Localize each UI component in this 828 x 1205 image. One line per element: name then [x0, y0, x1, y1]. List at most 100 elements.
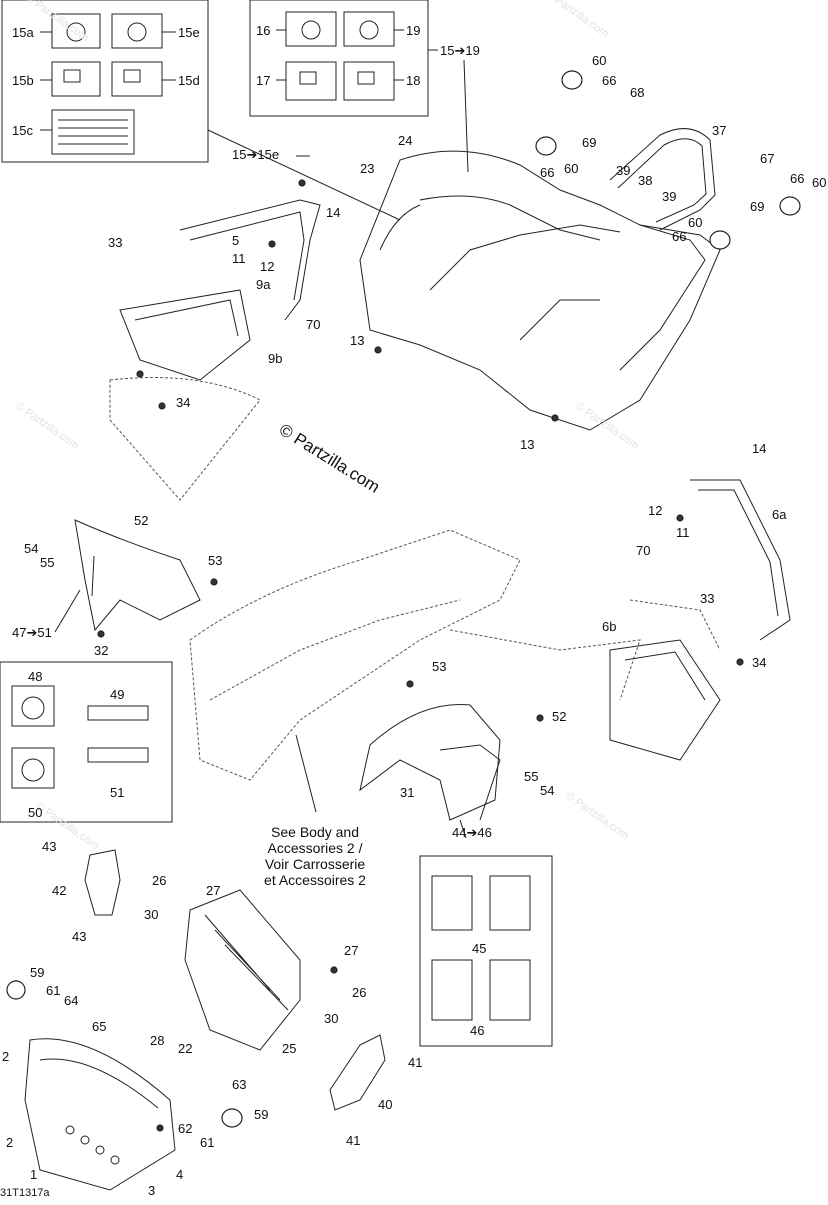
decal-15b [51, 61, 101, 97]
callout: 38 [638, 173, 653, 188]
callout: 60 [592, 53, 607, 68]
callout: 6a [772, 507, 787, 522]
decal-17 [285, 61, 337, 101]
label-box-15 [1, 0, 209, 163]
callout: 25 [282, 1041, 297, 1056]
callout: 52 [134, 513, 149, 528]
callout: 12 [648, 503, 663, 518]
callout: 27 [344, 943, 359, 958]
callout: 55 [40, 555, 55, 570]
callout: 42 [52, 883, 67, 898]
front-bumper-1 [24, 1038, 176, 1191]
callout: 15a [12, 25, 34, 40]
callout: 15d [178, 73, 200, 88]
reflectors [6, 70, 801, 1128]
see-body-note: See Body and Accessories 2 / Voir Carros… [250, 824, 380, 888]
callout: 66 [790, 171, 805, 186]
callout: 55 [524, 769, 539, 784]
decal-48 [11, 685, 55, 727]
rack-bar-37 [609, 128, 716, 231]
callout: 30 [144, 907, 159, 922]
decal-15c [51, 109, 135, 155]
callout: 49 [110, 687, 125, 702]
figure-code: 31T1317a [0, 1187, 50, 1199]
callout: 31 [400, 785, 415, 800]
callout: 48 [28, 669, 43, 684]
decal-16 [285, 11, 337, 47]
callout: 60 [688, 215, 703, 230]
callout: 54 [540, 783, 555, 798]
callout: 69 [750, 199, 765, 214]
callout: 65 [92, 1019, 107, 1034]
callout: 34 [176, 395, 191, 410]
callout: 53 [432, 659, 447, 674]
callout: 60 [564, 161, 579, 176]
decal-18 [343, 61, 395, 101]
callout: 40 [378, 1097, 393, 1112]
callout: 41 [346, 1133, 361, 1148]
callout: 37 [712, 123, 727, 138]
callout: 64 [64, 993, 79, 1008]
decal-15a [51, 13, 101, 49]
callout: 14 [326, 205, 341, 220]
decal-50 [11, 747, 55, 789]
callout: 15c [12, 123, 33, 138]
callout: 50 [28, 805, 43, 820]
decal-46a [431, 959, 473, 1021]
callout: 54 [24, 541, 39, 556]
callout: 41 [408, 1055, 423, 1070]
callout: 12 [260, 259, 275, 274]
callout: 11 [232, 251, 246, 266]
callout: 46 [470, 1023, 485, 1038]
callout: 17 [256, 73, 271, 88]
callout: 61 [200, 1135, 215, 1150]
callout: 66 [672, 229, 687, 244]
callout: 15b [12, 73, 34, 88]
callout: 2 [6, 1135, 14, 1150]
note-line-4: et Accessoires 2 [264, 872, 366, 888]
callout: 1 [30, 1167, 38, 1182]
decal-15e [111, 13, 163, 49]
rear-bumper-frame-6 [609, 479, 791, 761]
note-line-3: Voir Carrosserie [264, 856, 366, 872]
decal-15d [111, 61, 163, 97]
callout: 45 [472, 941, 487, 956]
callout: 23 [360, 161, 375, 176]
group-label-44-46: 44➔46 [452, 825, 492, 840]
front-bumper-frame-9 [109, 199, 321, 501]
callout: 59 [254, 1107, 269, 1122]
callout: 11 [676, 525, 690, 540]
callout: 9b [268, 351, 283, 366]
callout: 59 [30, 965, 45, 980]
callout: 18 [406, 73, 421, 88]
callout: 69 [582, 135, 597, 150]
callout: 26 [352, 985, 367, 1000]
callout: 51 [110, 785, 125, 800]
callout: 68 [630, 85, 645, 100]
callout: 34 [752, 655, 767, 670]
callout: 28 [150, 1033, 165, 1048]
callout: 22 [178, 1041, 193, 1056]
callout: 27 [206, 883, 221, 898]
callout: 5 [232, 233, 240, 248]
decal-49 [87, 705, 149, 721]
callout: 39 [616, 163, 631, 178]
callout: 39 [662, 189, 677, 204]
callout: 24 [398, 133, 413, 148]
left-fender [74, 519, 201, 632]
front-body-panel [359, 150, 721, 431]
callout: 16 [256, 23, 271, 38]
callout: 52 [552, 709, 567, 724]
callout: 13 [520, 437, 535, 452]
fasteners [97, 179, 744, 1132]
callout: 33 [700, 591, 715, 606]
leader-lines [40, 29, 469, 839]
callout: 66 [602, 73, 617, 88]
callout: 33 [108, 235, 123, 250]
label-box-16-19 [249, 0, 429, 117]
callout: 6b [602, 619, 617, 634]
callout: 67 [760, 151, 775, 166]
callout: 4 [176, 1167, 184, 1182]
callout: 2 [2, 1049, 10, 1064]
